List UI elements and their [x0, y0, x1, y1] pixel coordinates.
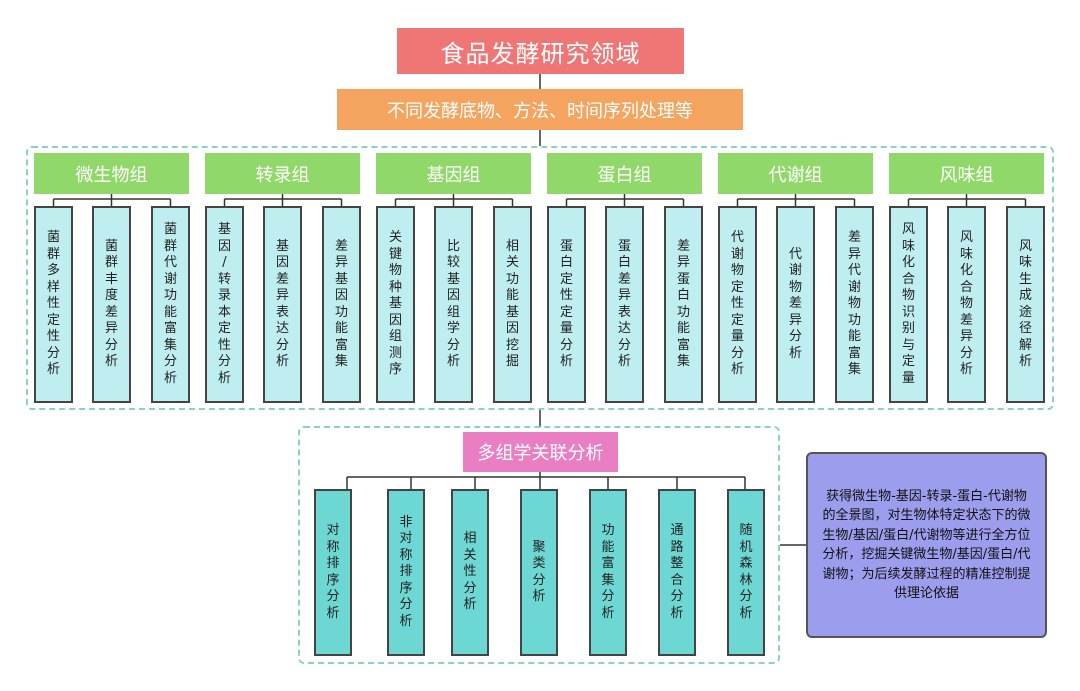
method-enrichment: 功能富集分析: [589, 489, 627, 656]
leaf-metabolome-2: 代谢物差异分析: [776, 206, 815, 403]
leaf-genome-2: 比较基因组学分析: [434, 206, 473, 403]
leaf-microbiome-3: 菌群代谢功能富集分析: [151, 206, 190, 403]
leaf-metabolome-3: 差异代谢物功能富集: [835, 206, 874, 403]
method-clustering: 聚类分析: [520, 489, 558, 656]
summary-note: 获得微生物-基因-转录-蛋白-代谢物的全景图，对生物体特定状态下的微生物/基因/…: [806, 452, 1047, 638]
leaf-microbiome-1: 菌群多样性定性分析: [34, 206, 73, 403]
leaf-microbiome-2: 菌群丰度差异分析: [92, 206, 131, 403]
leaf-flavorome-2: 风味化合物差异分析: [947, 206, 986, 403]
leaf-proteome-3: 差异蛋白功能富集: [664, 206, 703, 403]
leaf-proteome-1: 蛋白定性定量分析: [547, 206, 586, 403]
method-asymmetric-ordination: 非对称排序分析: [387, 489, 425, 656]
method-pathway-integration: 通路整合分析: [658, 489, 696, 656]
leaf-transcriptome-3: 差异基因功能富集: [322, 206, 361, 403]
group-microbiome: 微生物组: [34, 153, 189, 194]
group-metabolome: 代谢组: [718, 153, 873, 194]
leaf-flavorome-1: 风味化合物识别与定量: [889, 206, 928, 403]
group-flavorome: 风味组: [889, 153, 1044, 194]
method-random-forest: 随机森林分析: [727, 489, 765, 656]
leaf-transcriptome-1: 基因/转录本定性分析: [205, 206, 244, 403]
method-correlation: 相关性分析: [451, 489, 489, 656]
group-transcriptome: 转录组: [205, 153, 360, 194]
multi-omics-frame: [298, 426, 780, 664]
leaf-transcriptome-2: 基因差异表达分析: [263, 206, 302, 403]
leaf-flavorome-3: 风味生成途径解析: [1006, 206, 1045, 403]
summary-note-text: 获得微生物-基因-转录-蛋白-代谢物的全景图，对生物体特定状态下的微生物/基因/…: [822, 488, 1031, 602]
leaf-metabolome-1: 代谢物定性定量分析: [718, 206, 757, 403]
group-proteome: 蛋白组: [547, 153, 702, 194]
group-genome: 基因组: [376, 153, 531, 194]
diagram-title: 食品发酵研究领域: [397, 28, 684, 74]
method-symmetric-ordination: 对称排序分析: [314, 489, 352, 656]
subtitle-box: 不同发酵底物、方法、时间序列处理等: [337, 89, 743, 130]
omics-groups-frame: [26, 146, 1054, 410]
leaf-genome-1: 关键物种基因组测序: [376, 206, 415, 403]
leaf-proteome-2: 蛋白差异表达分析: [605, 206, 644, 403]
multi-omics-box: 多组学关联分析: [463, 432, 618, 472]
leaf-genome-3: 相关功能基因挖掘: [493, 206, 532, 403]
